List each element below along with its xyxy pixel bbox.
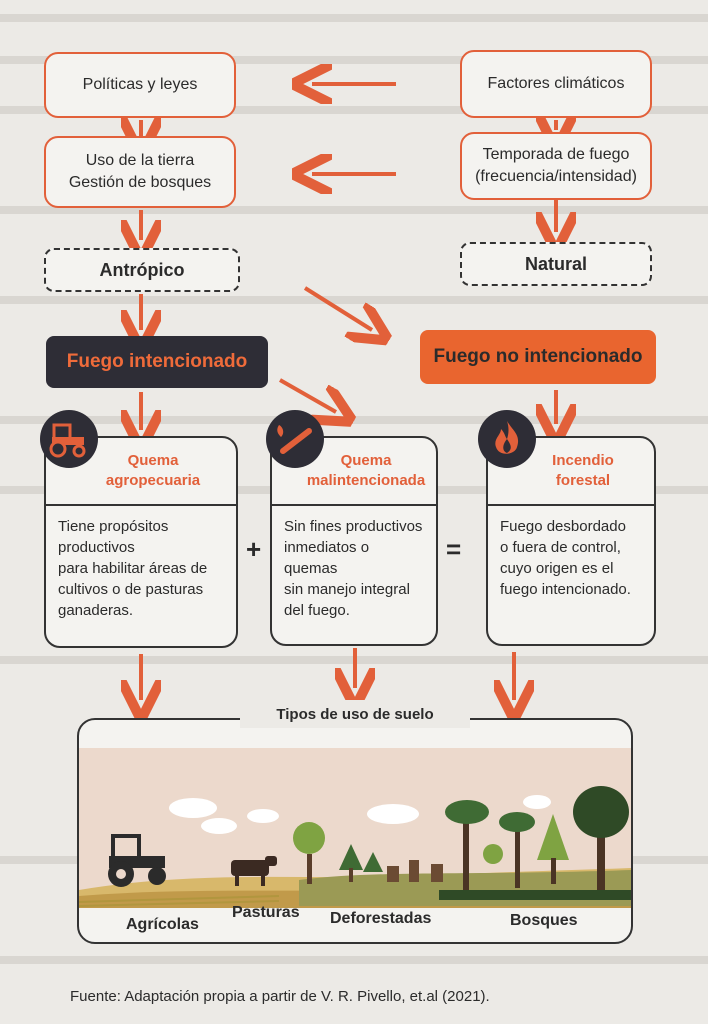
card-quema-malintencionada: Quema malintencionada Sin fines producti… — [270, 436, 438, 646]
politicas-label: Políticas y leyes — [82, 76, 198, 93]
card-title-line2: agropecuaria — [105, 472, 201, 489]
arrow-intencionado-to-malintencionada — [279, 378, 336, 412]
card-title-line1: Incendio — [552, 452, 614, 469]
fuego-intencionado-label: Fuego intencionado — [66, 351, 248, 372]
card-body-line: inmediatos o quemas — [284, 539, 370, 577]
cow-illustration — [231, 856, 277, 886]
antropico-label: Antrópico — [99, 259, 185, 280]
factores-box: Factores climáticos — [460, 50, 652, 118]
plus-sign: + — [246, 534, 262, 564]
card-title: Incendio forestal — [488, 438, 654, 506]
fuego-no-intencionado-box: Fuego no intencionado — [420, 330, 656, 384]
land-label-bosques: Bosques — [510, 912, 578, 929]
temporada-box: Temporada de fuego (frecuencia/intensida… — [460, 132, 652, 200]
card-body-line: sin manejo integral — [284, 581, 410, 598]
card-body-line: Fuego desbordado — [500, 518, 626, 535]
natural-label: Natural — [524, 253, 587, 274]
card-title: Quema malintencionada — [272, 438, 436, 506]
card-body: Tiene propósitos productivos para habili… — [46, 506, 236, 631]
card-body-line: cultivos o de pasturas — [58, 581, 204, 598]
card-body-line: del fuego. — [284, 602, 350, 619]
card-body-line: Tiene propósitos — [58, 518, 169, 535]
card-title: Quema agropecuaria — [46, 438, 236, 506]
card-body-line: fuego intencionado. — [500, 581, 631, 598]
source-note: Fuente: Adaptación propia a partir de V.… — [70, 988, 490, 1005]
card-body-line: Sin fines productivos — [284, 518, 423, 535]
natural-box: Natural — [460, 242, 652, 286]
land-use-title: Tipos de uso de suelo — [240, 700, 470, 728]
stumps-illustration — [387, 860, 443, 882]
land-label-agricolas: Agrícolas — [126, 916, 199, 933]
card-title-line1: Quema — [127, 452, 179, 469]
flame-icon — [478, 410, 536, 468]
uso-tierra-box: Uso de la tierra Gestión de bosques — [44, 136, 236, 208]
card-quema-agropecuaria: Quema agropecuaria Tiene propósitos prod… — [44, 436, 238, 648]
antropico-box: Antrópico — [44, 248, 240, 292]
temporada-line1: Temporada de fuego — [482, 146, 630, 163]
match-icon — [266, 410, 324, 468]
tractor-icon — [40, 410, 98, 468]
card-title-line2: forestal — [555, 472, 611, 489]
card-body-line: ganaderas. — [58, 602, 134, 619]
card-body-line: productivos — [58, 539, 135, 556]
card-title-line1: Quema — [340, 452, 392, 469]
card-body-line: cuyo origen es el — [500, 560, 614, 577]
uso-line2: Gestión de bosques — [68, 174, 212, 191]
land-use-illustration — [79, 748, 631, 908]
card-body: Sin fines productivos inmediatos o quema… — [272, 506, 436, 631]
tractor-illustration — [108, 834, 166, 887]
land-label-deforestadas: Deforestadas — [330, 910, 432, 927]
card-body: Fuego desbordado o fuera de control, cuy… — [488, 506, 654, 610]
land-use-panel — [77, 718, 633, 944]
politicas-box: Políticas y leyes — [44, 52, 236, 118]
fuego-no-intencionado-label: Fuego no intencionado — [433, 346, 643, 367]
forest-illustration — [445, 786, 629, 892]
card-title-line2: malintencionada — [306, 472, 426, 489]
arrow-antropico-to-no-intencionado — [303, 286, 372, 330]
factores-label: Factores climáticos — [487, 75, 625, 92]
tree-illustration — [293, 822, 383, 884]
card-incendio-forestal: Incendio forestal Fuego desbordado o fue… — [486, 436, 656, 646]
card-body-line: o fuera de control, — [500, 539, 621, 556]
uso-line1: Uso de la tierra — [85, 152, 195, 169]
fuego-intencionado-box: Fuego intencionado — [46, 336, 268, 388]
temporada-line2: (frecuencia/intensidad) — [475, 168, 637, 185]
card-body-line: para habilitar áreas de — [58, 560, 208, 577]
equals-sign: = — [446, 534, 462, 564]
land-label-pasturas: Pasturas — [232, 904, 300, 921]
